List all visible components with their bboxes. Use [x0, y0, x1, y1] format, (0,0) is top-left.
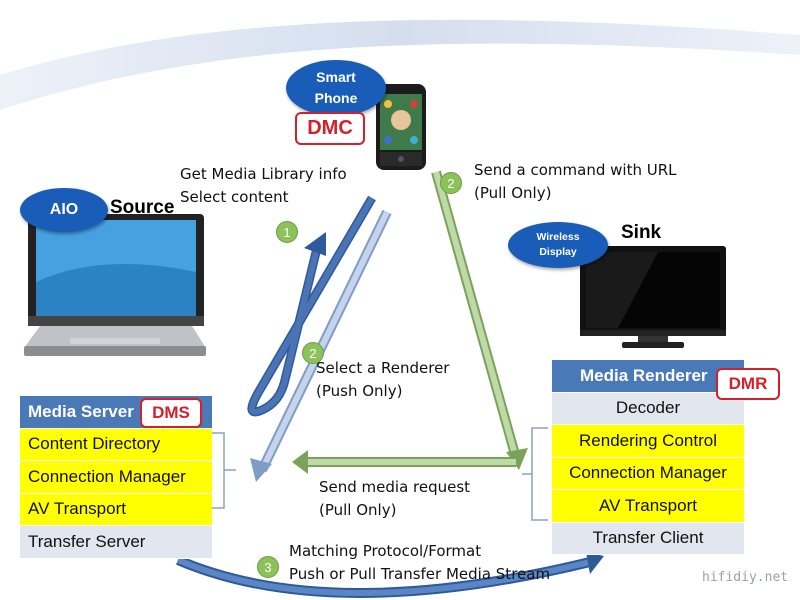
- source-label: Source: [110, 197, 175, 218]
- dmc-tag: DMC: [295, 112, 365, 145]
- select-renderer-label: Select a Renderer (Push Only): [316, 357, 449, 403]
- wireless-display-oval: Wireless Display: [508, 222, 608, 268]
- background-swoosh: [0, 19, 800, 110]
- step-badge-2-command: 2: [440, 172, 462, 194]
- stack-row: AV Transport: [20, 493, 212, 526]
- send-command-label: Send a command with URL (Pull Only): [474, 159, 677, 205]
- wireless-display-line1: Wireless: [536, 231, 580, 243]
- send-command-line1: Send a command with URL: [474, 161, 677, 179]
- watermark: hifidiy.net: [702, 570, 789, 585]
- arrow-library-up-head: [304, 232, 326, 256]
- aio-oval: AIO: [20, 188, 108, 232]
- sink-label: Sink: [621, 222, 662, 243]
- aio-label: AIO: [49, 201, 79, 218]
- bracket-server: [208, 432, 236, 509]
- step-badge-1: 1: [276, 221, 298, 243]
- stack-row: Content Directory: [20, 428, 212, 461]
- media-renderer-header: Media Renderer: [552, 360, 744, 393]
- stack-row: Transfer Server: [20, 526, 212, 559]
- transfer-label: Matching Protocol/Format Push or Pull Tr…: [289, 540, 550, 586]
- smart-phone-oval: Smart Phone: [286, 60, 386, 116]
- media-server-title: Media Server: [28, 401, 134, 421]
- dmr-tag: DMR: [716, 368, 780, 400]
- select-renderer-line1: Select a Renderer: [316, 359, 450, 377]
- tv-icon: [580, 246, 726, 348]
- stack-row: AV Transport: [552, 490, 744, 523]
- aio-computer-icon: [24, 214, 206, 356]
- media-request-line1: Send media request: [319, 478, 471, 496]
- get-library-line2: Select content: [180, 188, 289, 206]
- transfer-line2: Push or Pull Transfer Media Stream: [289, 565, 551, 583]
- smart-phone-line2: Phone: [314, 90, 358, 106]
- stack-row: Transfer Client: [552, 522, 744, 555]
- media-renderer-title: Media Renderer: [580, 365, 708, 385]
- get-library-label: Get Media Library info Select content: [180, 163, 347, 209]
- smartphone-icon: [376, 84, 426, 170]
- stack-row: Decoder: [552, 392, 744, 425]
- step-badge-3: 3: [257, 556, 279, 578]
- media-request-label: Send media request (Pull Only): [319, 476, 470, 522]
- send-command-line2: (Pull Only): [474, 184, 552, 202]
- wireless-display-line2: Display: [539, 246, 577, 258]
- media-renderer-stack: Media Renderer Decoder Rendering Control…: [552, 360, 744, 555]
- bracket-renderer: [522, 427, 548, 521]
- transfer-line1: Matching Protocol/Format: [289, 542, 482, 560]
- smart-phone-line1: Smart: [316, 69, 356, 85]
- stack-row: Rendering Control: [552, 425, 744, 458]
- stack-row: Connection Manager: [552, 457, 744, 490]
- media-server-stack: Media Server Content Directory Connectio…: [20, 396, 212, 559]
- dms-tag: DMS: [140, 398, 202, 428]
- get-library-line1: Get Media Library info: [180, 165, 347, 183]
- step-badge-2-renderer: 2: [302, 342, 324, 364]
- stack-row: Connection Manager: [20, 461, 212, 494]
- select-renderer-line2: (Push Only): [316, 382, 403, 400]
- media-request-line2: (Pull Only): [319, 501, 397, 519]
